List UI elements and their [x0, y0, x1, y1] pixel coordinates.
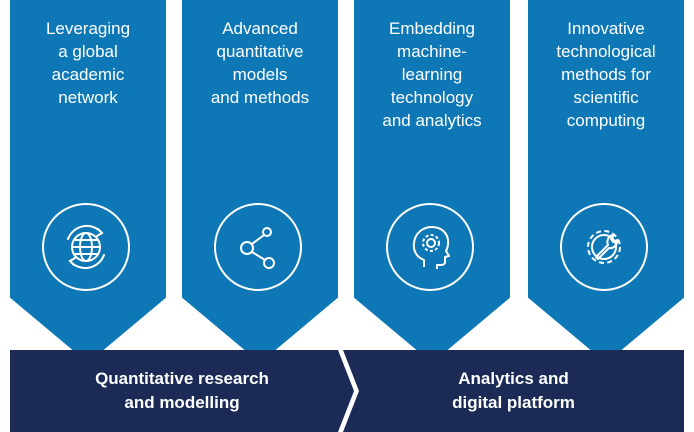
- pillar-quantitative-models: Advanced quantitative models and methods: [182, 0, 338, 363]
- pillar-scientific-computing: Innovative technological methods for sci…: [528, 0, 684, 363]
- icon-circle: [214, 203, 302, 291]
- pillar-machine-learning: Embedding machine- learning technology a…: [354, 0, 510, 363]
- icon-circle: [42, 203, 130, 291]
- head-gear-icon: [412, 226, 450, 269]
- gear-wrench-icon: [587, 230, 621, 264]
- pillar-global-academic-network: Leveraging a global academic network: [10, 0, 166, 363]
- category-bar-label: Analytics and digital platform: [452, 369, 575, 412]
- pillar-title: Leveraging a global academic network: [45, 19, 131, 107]
- pillar-title: Embedding machine- learning technology a…: [382, 19, 482, 130]
- category-bar-analytics-platform: Analytics and digital platform: [343, 350, 684, 432]
- category-bar-quantitative-research: Quantitative research and modelling: [10, 350, 354, 432]
- icon-circle: [386, 203, 474, 291]
- pillar-title: Advanced quantitative models and methods: [210, 19, 310, 107]
- globe-refresh-icon: [67, 224, 105, 270]
- pillar-title: Innovative technological methods for sci…: [556, 19, 656, 130]
- category-bar-label: Quantitative research and modelling: [95, 369, 269, 412]
- node-network-icon: [240, 227, 275, 269]
- icon-circle: [560, 203, 648, 291]
